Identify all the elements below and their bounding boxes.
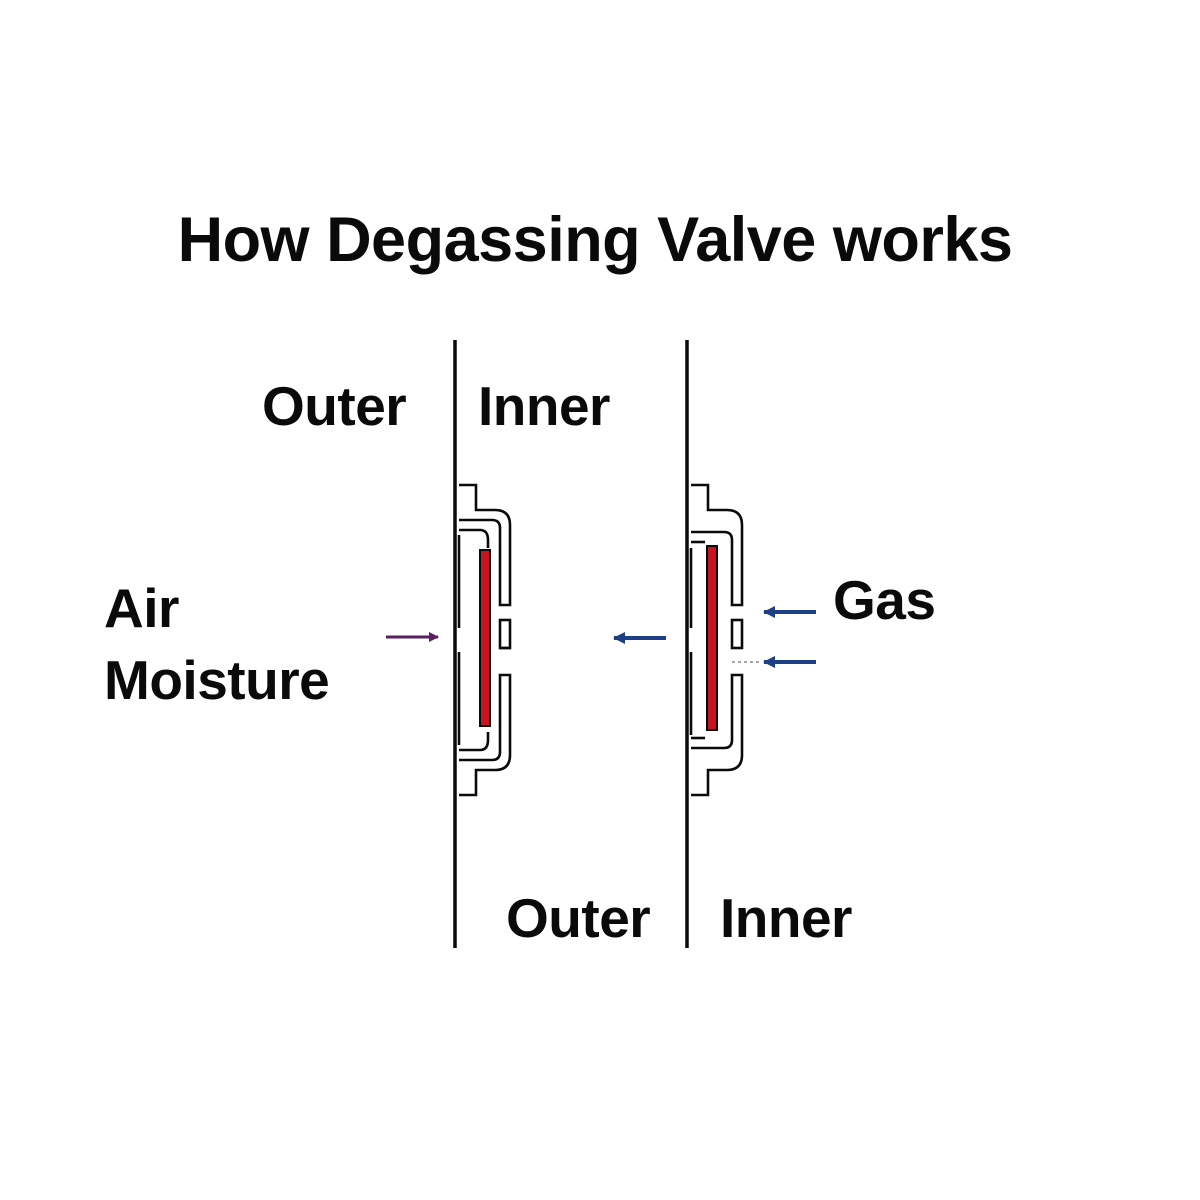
left-valve [386, 340, 512, 948]
diagram-title: How Degassing Valve works [177, 205, 1013, 275]
right-outer-label: Outer [506, 887, 651, 949]
right-valve [613, 340, 816, 948]
right-valve-housing [689, 483, 744, 797]
right-membrane [706, 545, 718, 731]
left-outer-label: Outer [262, 375, 407, 437]
left-membrane [479, 549, 491, 727]
moisture-label: Moisture [104, 649, 330, 711]
left-inner-label: Inner [478, 375, 610, 437]
gas-label: Gas [833, 569, 936, 631]
left-valve-housing [457, 483, 512, 797]
air-label: Air [104, 577, 179, 639]
right-inner-label: Inner [720, 887, 852, 949]
